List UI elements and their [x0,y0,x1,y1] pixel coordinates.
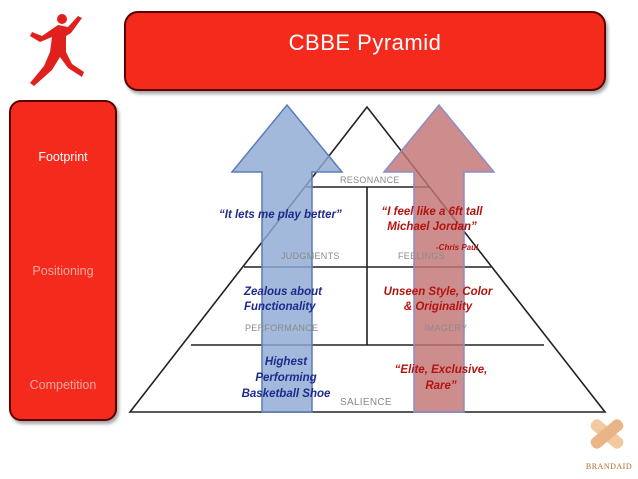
level-imagery: IMAGERY [424,323,468,333]
level-resonance: RESONANCE [340,175,400,185]
level-feelings: FEELINGS [398,251,445,261]
judgments-quote: “It lets me play better” [219,209,342,221]
performance-quote-line2: Functionality [244,301,316,313]
salience-left-line1: Highest [264,356,308,368]
level-performance: PERFORMANCE [245,323,319,333]
brandaid-logo-icon [590,419,624,449]
imagery-quote-line2: & Originality [403,301,473,313]
sidebar-item-competition[interactable]: Competition [29,378,97,392]
title-banner [124,11,606,91]
sidebar-item-positioning[interactable]: Positioning [32,264,94,278]
feelings-attribution: -Chris Paul [436,243,479,252]
pyramid-outline [128,105,607,413]
sidebar [9,100,117,421]
sidebar-item-footprint[interactable]: Footprint [38,150,88,164]
level-judgments: JUDGMENTS [281,251,340,261]
blue-up-arrow [230,103,344,413]
imagery-quote-line1: Unseen Style, Color [383,286,493,298]
page-title: CBBE Pyramid [288,30,442,55]
salience-left-line2: Performing [255,372,317,384]
level-salience: SALIENCE [340,397,392,408]
salience-right-line2: Rare” [425,380,457,392]
salience-right-line1: “Elite, Exclusive, [394,364,488,376]
feelings-quote-line2: Michael Jordan” [387,221,477,233]
feelings-quote-line1: “I feel like a 6ft tall [381,206,483,218]
performance-quote-line1: Zealous about [244,286,322,298]
jumpman-logo-icon [30,14,84,86]
brandaid-logo-text: BRANDAID [585,462,633,471]
red-up-arrow [382,103,496,413]
salience-left-line3: Basketball Shoe [241,388,331,400]
